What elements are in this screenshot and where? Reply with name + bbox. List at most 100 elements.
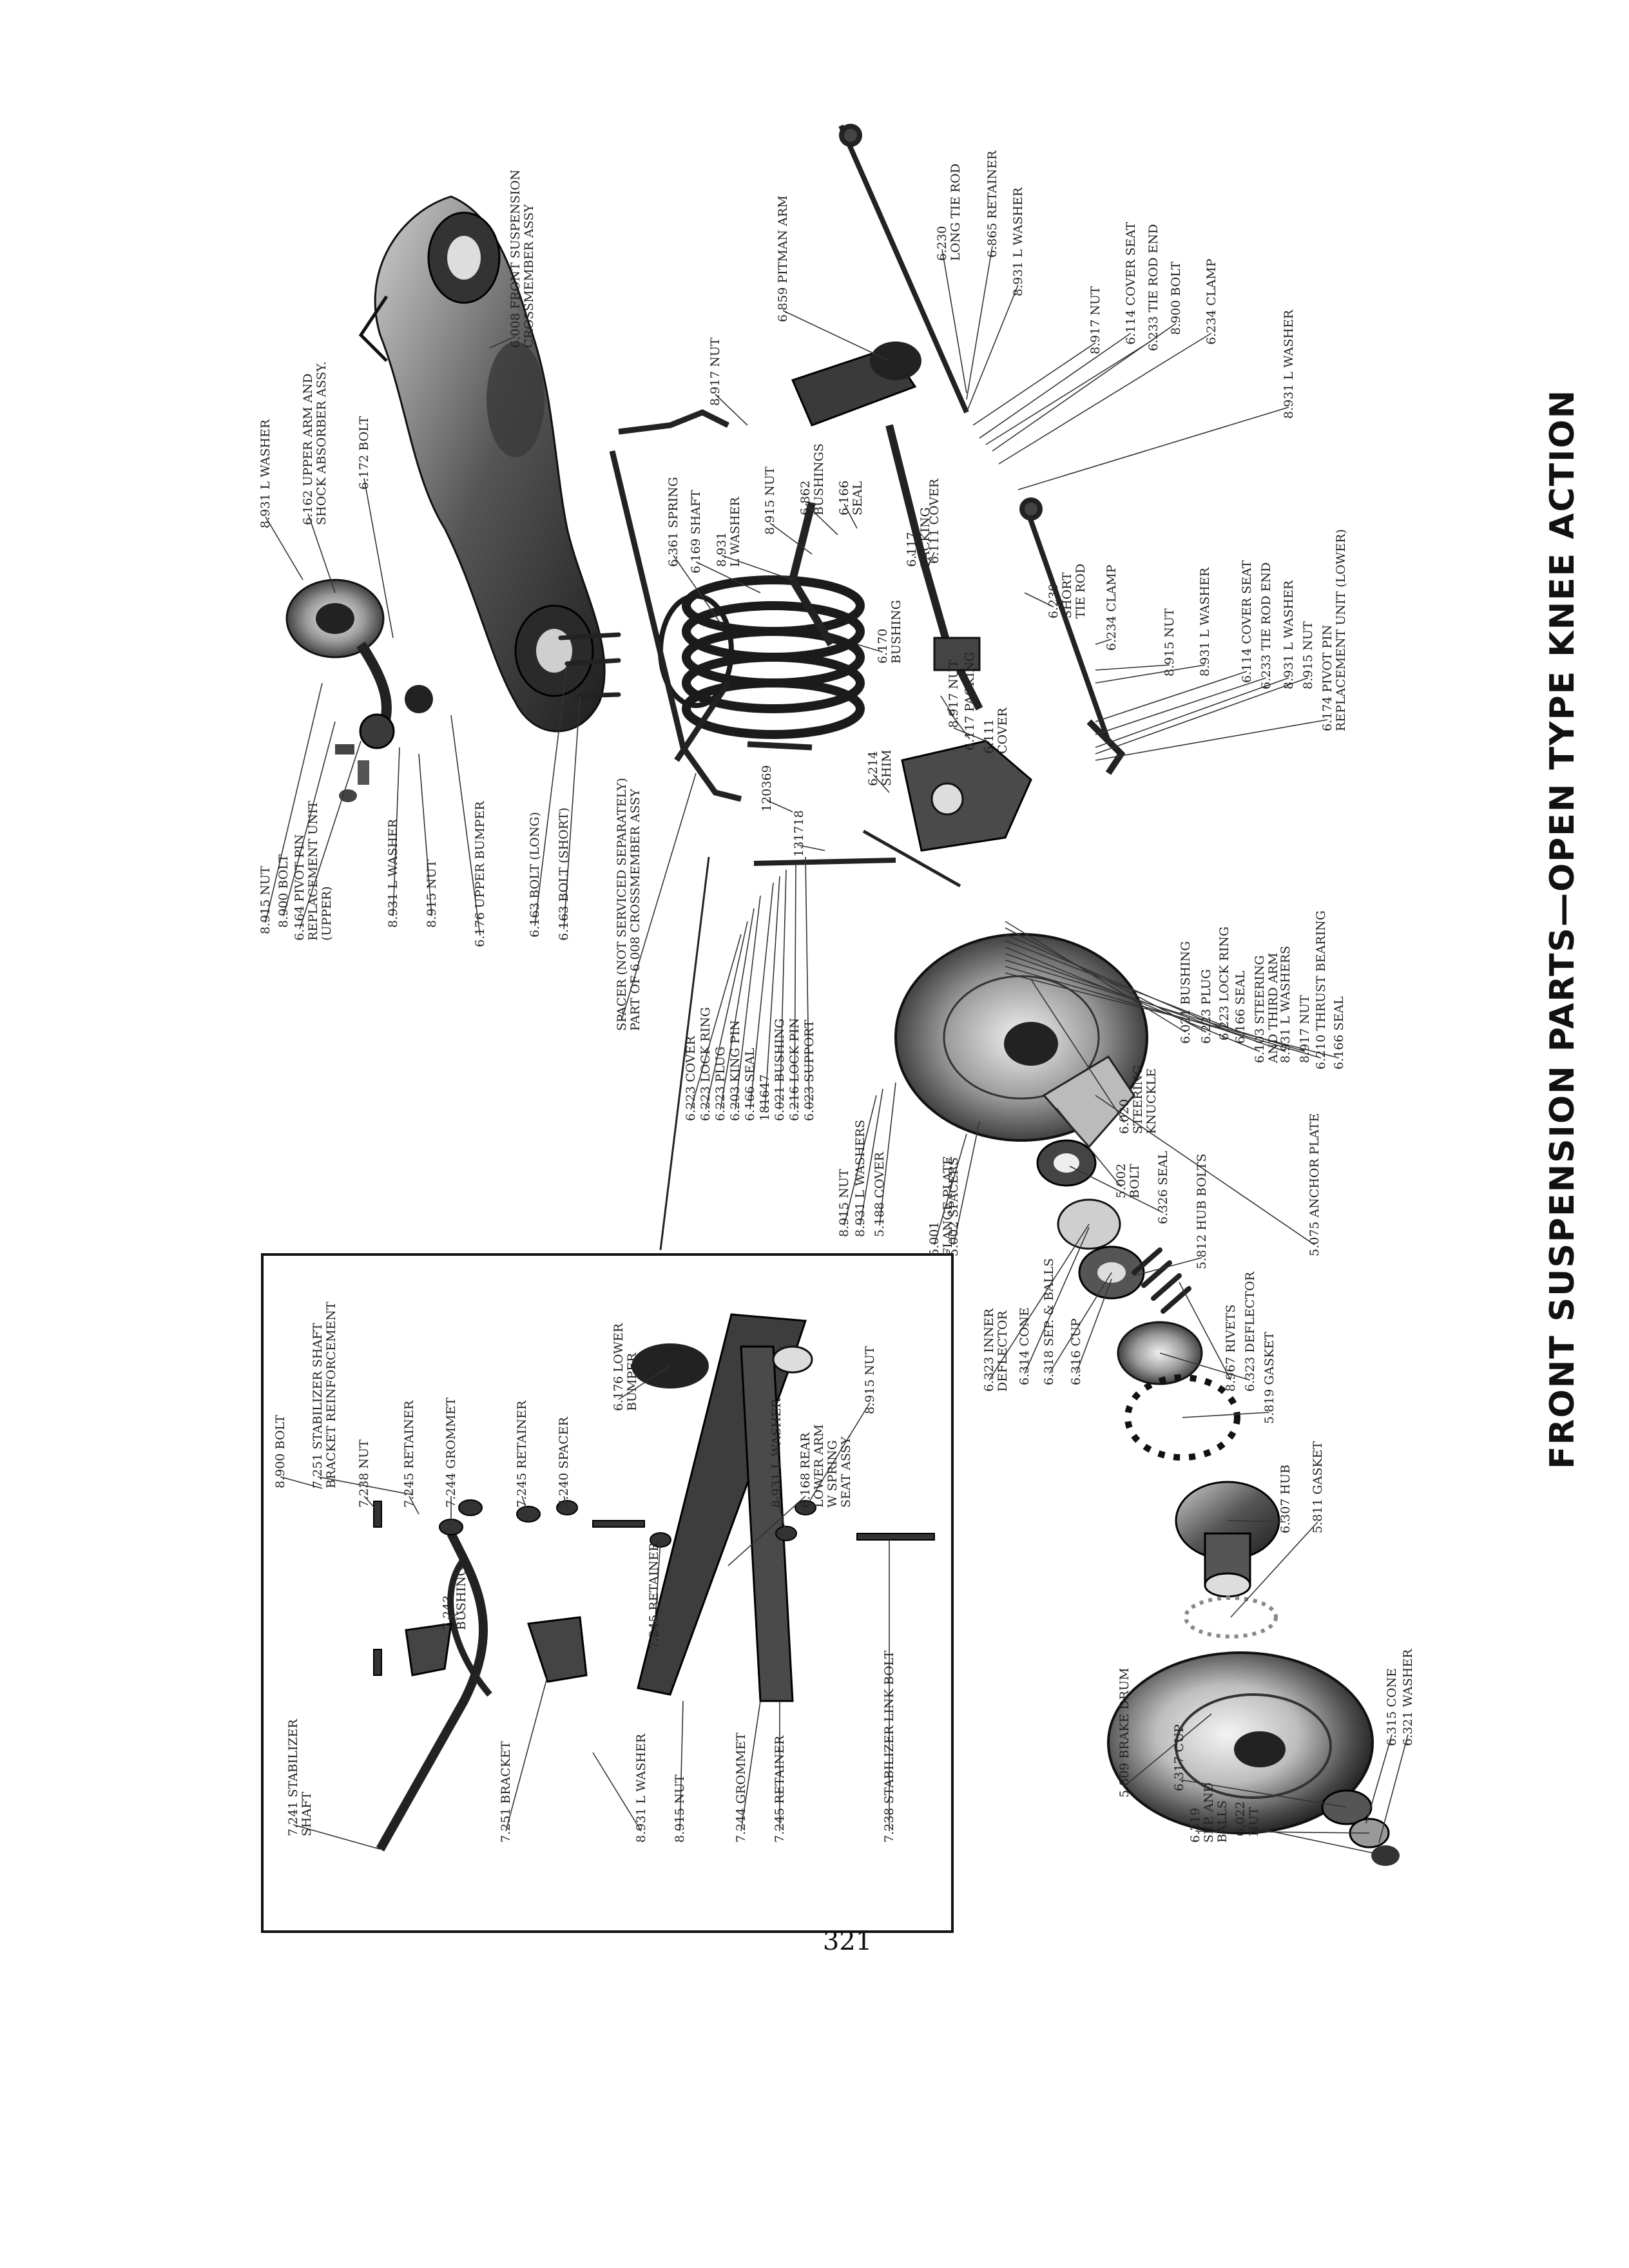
part-label: 5.002 SPACERS bbox=[947, 1157, 961, 1256]
leader-line bbox=[1095, 639, 1112, 645]
leader-line bbox=[1095, 1095, 1315, 1245]
leader-line bbox=[860, 1088, 883, 1226]
leader-line bbox=[1095, 664, 1170, 671]
leader-line bbox=[521, 1495, 529, 1515]
part-label: 6.862 BUSHINGS bbox=[798, 443, 826, 515]
part-label: 8.917 NUT bbox=[708, 338, 722, 406]
part-label: 6.169 SHAFT bbox=[689, 490, 703, 573]
part-label: 5.812 HUB BOLTS bbox=[1195, 1153, 1209, 1269]
leader-line bbox=[1133, 1257, 1202, 1276]
leader-line bbox=[998, 332, 1212, 465]
leader-line bbox=[265, 682, 323, 923]
part-label: 6.223 LOCK RING bbox=[1217, 926, 1231, 1041]
leader-line bbox=[1005, 940, 1241, 1033]
part-label: 6.170 BUSHING bbox=[876, 600, 903, 664]
coil-spring-illustration bbox=[658, 575, 865, 739]
part-label: 6.859 PITMAN ARM bbox=[776, 195, 790, 322]
leader-line bbox=[1095, 671, 1248, 722]
part-label: 6.172 BOLT bbox=[357, 416, 371, 490]
part-label: 8.931 L WASHER bbox=[634, 1733, 648, 1843]
part-label: 6.174 PIVOT PIN REPLACEMENT UNIT (LOWER) bbox=[1320, 529, 1348, 731]
leader-line bbox=[1159, 1352, 1251, 1381]
part-label: 6.163 BOLT (LONG) bbox=[528, 812, 542, 937]
leader-line bbox=[1124, 1713, 1212, 1787]
brake-drum-illustration bbox=[1107, 1651, 1374, 1834]
part-label: 6.020 STEERING KNUCKLE bbox=[1117, 1064, 1159, 1134]
part-label: 6.022 NUT bbox=[1233, 1801, 1261, 1836]
part-label: 6.223 LOCK RING bbox=[699, 1006, 713, 1121]
leader-line bbox=[972, 342, 1096, 426]
part-label: 6.230 LONG TIE ROD bbox=[935, 163, 963, 261]
short-tie-rod-illustration bbox=[1019, 497, 1126, 775]
leader-line bbox=[1095, 664, 1206, 684]
part-label: 8.915 NUT bbox=[837, 1169, 851, 1237]
leader-line bbox=[856, 644, 883, 653]
outer-bearing-nut-illustration bbox=[1321, 1789, 1400, 1866]
leader-line bbox=[489, 336, 516, 349]
leader-line bbox=[450, 715, 481, 936]
part-label: 8.915 NUT bbox=[1301, 621, 1315, 689]
part-label: 8.917 NUT bbox=[947, 660, 961, 728]
leader-line bbox=[728, 1495, 806, 1566]
part-label: 7.244 GROMMET bbox=[444, 1398, 458, 1508]
part-label: 6.162 UPPER ARM AND SHOCK ABSORBER ASSY. bbox=[301, 361, 329, 525]
leader-line bbox=[307, 513, 336, 593]
inset-frame bbox=[261, 1253, 954, 1933]
leader-line bbox=[769, 523, 813, 555]
leader-line bbox=[979, 332, 1132, 439]
part-label: 6.166 SEAL bbox=[1332, 996, 1346, 1070]
leader-line bbox=[392, 747, 400, 917]
part-label: 120369 bbox=[760, 765, 774, 812]
part-label: 6.223 COVER bbox=[684, 1035, 698, 1121]
leader-line bbox=[1365, 1734, 1393, 1824]
leader-line bbox=[1179, 1282, 1231, 1381]
part-label: 6.176 LOWER BUMPER bbox=[612, 1323, 639, 1411]
part-label: 7.241 STABILIZER SHAFT bbox=[286, 1719, 314, 1836]
leader-line bbox=[805, 1402, 871, 1508]
part-label: 7.251 STABILIZER SHAFT BRACKET REINFORCE… bbox=[311, 1302, 338, 1488]
part-label: 6.166 SEAL bbox=[837, 480, 865, 515]
leader-line bbox=[1095, 677, 1309, 754]
part-label: 8.931 L WASHER bbox=[1282, 580, 1296, 689]
part-label: 6.023 SUPPORT bbox=[802, 1019, 816, 1121]
leader-line bbox=[798, 845, 825, 851]
leader-line bbox=[764, 876, 780, 1110]
leader-line bbox=[653, 1539, 661, 1639]
part-label: 6.117 PACKING bbox=[963, 651, 977, 751]
leader-line bbox=[505, 1675, 548, 1832]
part-label: 8.915 NUT bbox=[863, 1346, 877, 1414]
part-label: 8.915 NUT bbox=[258, 866, 273, 934]
leader-line bbox=[1005, 972, 1340, 1059]
part-label: 6.326 SEAL bbox=[1156, 1151, 1170, 1224]
leader-line bbox=[293, 1824, 381, 1850]
part-label: 7.240 SPACER bbox=[557, 1417, 571, 1508]
leader-line bbox=[966, 245, 993, 400]
leader-line bbox=[695, 561, 761, 593]
part-label: 181647 bbox=[758, 1074, 772, 1121]
leader-line bbox=[592, 1752, 642, 1832]
part-label: 8.931 L WASHER bbox=[1198, 567, 1212, 677]
leader-line bbox=[1005, 934, 1225, 1030]
part-label: 7.245 RETAINER bbox=[402, 1400, 416, 1508]
leader-line bbox=[940, 695, 954, 717]
leader-line bbox=[779, 869, 787, 1110]
part-label: 6.230 SHORT TIE ROD bbox=[1046, 563, 1088, 619]
part-label: 6.233 TIE ROD END bbox=[1146, 224, 1161, 351]
leader-line bbox=[1048, 1272, 1112, 1374]
leader-line bbox=[1227, 1520, 1286, 1523]
part-label: 6.233 TIE ROD END bbox=[1259, 562, 1273, 689]
part-label: 6.314 CONE bbox=[1017, 1307, 1032, 1385]
page-number: 321 bbox=[822, 1927, 872, 1956]
part-label: 8.917 NUT bbox=[1298, 995, 1312, 1063]
leader-line bbox=[1075, 1278, 1112, 1374]
leader-line bbox=[418, 753, 432, 917]
inset-small-parts-illustration bbox=[373, 1499, 935, 1676]
part-label: 8.915 NUT bbox=[425, 860, 439, 928]
part-label: 6.865 RETAINER bbox=[985, 150, 999, 258]
part-label: 5.188 COVER bbox=[872, 1151, 887, 1237]
part-label: 7.245 RETAINER bbox=[515, 1400, 529, 1508]
part-label: SPACER (NOT SERVICED SEPARATELY) PART OF… bbox=[615, 778, 642, 1031]
leader-line bbox=[299, 740, 361, 930]
part-label: 6.168 REAR LOWER ARM W SPRING SEAT ASSY. bbox=[798, 1424, 853, 1508]
